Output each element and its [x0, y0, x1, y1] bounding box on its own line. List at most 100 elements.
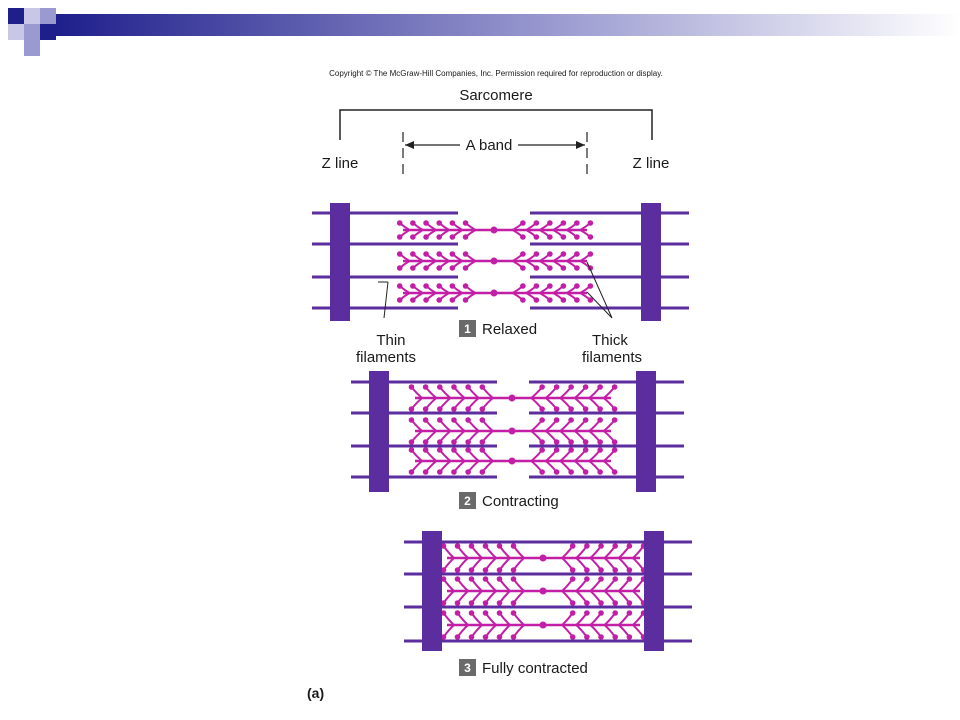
myosin-head-tip — [396, 283, 403, 289]
myosin-head-tip — [520, 234, 526, 240]
myosin-head-tip — [396, 297, 403, 303]
myosin-head-tip — [597, 417, 603, 423]
myosin-head-tip — [569, 567, 576, 573]
myosin-head-tip — [408, 447, 415, 453]
m-line-dot — [508, 394, 516, 402]
z-disc-left — [369, 371, 389, 492]
myosin-head-tip — [454, 600, 461, 606]
myosin-head-tip — [587, 297, 594, 303]
stage-2-number: 2 — [464, 494, 471, 508]
myosin-head-tip — [539, 406, 545, 412]
z-line-left-label: Z line — [322, 155, 359, 172]
myosin-head-tip — [553, 406, 560, 412]
myosin-head-tip — [612, 576, 619, 582]
z-line-right-label: Z line — [633, 155, 670, 172]
myosin-head-tip — [436, 384, 443, 390]
myosin-head-tip — [462, 220, 469, 226]
myosin-head-tip — [454, 567, 461, 573]
thin-filaments-label: Thin filaments — [356, 332, 416, 366]
myosin-head-tip — [422, 439, 429, 445]
myosin-head-tip — [423, 220, 429, 226]
thin-filaments-label-line2: filaments — [356, 349, 416, 366]
myosin-head-tip — [569, 610, 576, 616]
myosin-head-tip — [468, 600, 475, 606]
myosin-head-tip — [440, 600, 447, 606]
myosin-head-tip — [510, 610, 517, 616]
myosin-head-tip — [396, 251, 403, 257]
panel-label: (a) — [307, 685, 324, 701]
myosin-head-tip — [574, 251, 580, 257]
myosin-head-tip — [454, 543, 461, 549]
myosin-head-tip — [468, 634, 475, 640]
myosin-head-tip — [547, 251, 553, 257]
myosin-head-tip — [496, 567, 503, 573]
header-decoration — [8, 8, 960, 56]
myosin-head-tip — [410, 283, 416, 289]
myosin-head-tip — [423, 251, 429, 257]
myosin-head-tip — [582, 469, 589, 475]
myosin-head-tip — [560, 234, 567, 240]
thick-filaments-label: Thick filaments — [582, 332, 642, 366]
myosin-head-tip — [626, 543, 633, 549]
myosin-head-tip — [560, 283, 567, 289]
header-square-light — [24, 8, 40, 24]
myosin-head-tip — [611, 439, 618, 445]
myosin-head-tip — [449, 251, 456, 257]
myosin-head-tip — [560, 220, 567, 226]
myosin-head-tip — [533, 283, 540, 289]
myosin-head-tip — [454, 634, 461, 640]
myosin-head-tip — [465, 384, 471, 390]
m-line-dot — [490, 289, 498, 297]
myosin-head-tip — [449, 220, 456, 226]
m-line-dot — [539, 621, 547, 629]
myosin-head-tip — [510, 567, 517, 573]
myosin-head-tip — [451, 384, 457, 390]
myosin-head-tip — [440, 543, 447, 549]
myosin-head-tip — [520, 283, 526, 289]
thick-filaments-label-line2: filaments — [582, 349, 642, 366]
myosin-head-tip — [569, 600, 576, 606]
myosin-head-tip — [533, 220, 540, 226]
myosin-head-tip — [436, 220, 443, 226]
myosin-head-tip — [539, 439, 545, 445]
myosin-head-tip — [423, 283, 429, 289]
a-band-label: A band — [466, 137, 513, 154]
myosin-head-tip — [568, 469, 574, 475]
myosin-head-tip — [510, 543, 517, 549]
myosin-head-tip — [449, 283, 456, 289]
myosin-head-tip — [479, 406, 486, 412]
myosin-head-tip — [436, 283, 443, 289]
myosin-head-tip — [465, 447, 471, 453]
myosin-head-tip — [626, 567, 633, 573]
myosin-head-tip — [520, 265, 526, 271]
myosin-head-tip — [482, 576, 489, 582]
myosin-head-tip — [553, 469, 560, 475]
myosin-head-tip — [436, 251, 443, 257]
myosin-head-tip — [598, 567, 604, 573]
stage-3-number-box — [459, 659, 476, 676]
myosin-head-tip — [510, 576, 517, 582]
myosin-head-tip — [462, 297, 469, 303]
myosin-head-tip — [396, 234, 403, 240]
myosin-head-tip — [520, 297, 526, 303]
header-gradient-bar — [56, 14, 960, 36]
myosin-head-tip — [574, 234, 580, 240]
myosin-head-tip — [423, 297, 429, 303]
myosin-head-tip — [449, 297, 456, 303]
m-line-dot — [508, 427, 516, 435]
myosin-head-tip — [582, 417, 589, 423]
myosin-head-tip — [533, 234, 540, 240]
myosin-head-tip — [584, 576, 590, 582]
stage-1-label: Relaxed — [482, 321, 537, 338]
myosin-head-tip — [422, 447, 429, 453]
myosin-head-tip — [533, 297, 540, 303]
myosin-head-tip — [422, 469, 429, 475]
myosin-head-tip — [468, 543, 475, 549]
myosin-head-tip — [547, 265, 553, 271]
myosin-head-tip — [462, 234, 469, 240]
myosin-head-tip — [553, 417, 560, 423]
myosin-head-tip — [482, 634, 489, 640]
myosin-head-tip — [598, 634, 604, 640]
myosin-head-tip — [423, 265, 429, 271]
myosin-head-tip — [451, 406, 457, 412]
